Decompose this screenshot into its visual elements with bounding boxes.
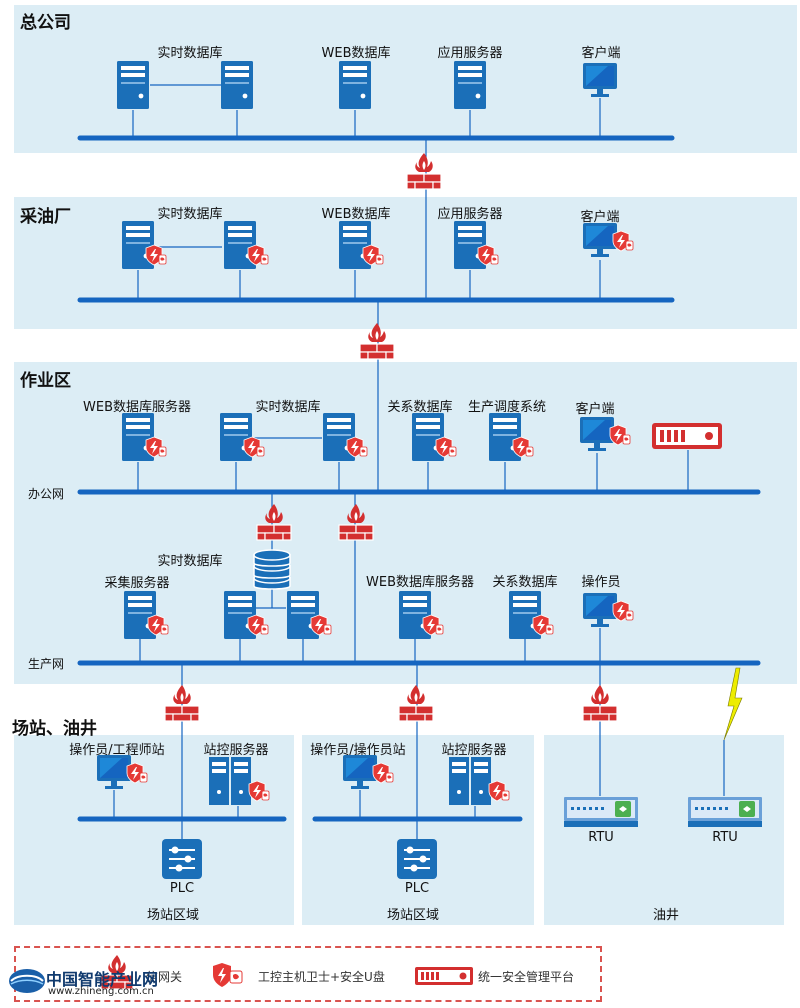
label-st1-area: 场站区域 (146, 908, 200, 923)
work-webdb-server-guard-badge-icon (145, 436, 167, 462)
plant-rtdb-server-b-guard-badge-icon (247, 244, 269, 270)
hq-web-server-icon (338, 60, 372, 114)
firewall-wells-icon (582, 684, 618, 726)
plant-app-server-guard-badge-icon (477, 244, 499, 270)
legend-guard-label: 工控主机卫士+安全U盘 (258, 970, 385, 984)
hq-rtdb-server-b-icon (220, 60, 254, 114)
label-pr-rtdb: 实时数据库 (157, 554, 223, 569)
label-st2-plc: PLC (404, 881, 430, 896)
firewall-station-2-icon (398, 684, 434, 726)
label-pr-collect: 采集服务器 (104, 576, 170, 591)
work-client-monitor-guard-badge-icon (609, 424, 631, 450)
station1-srv-tower-icon (208, 756, 252, 810)
watermark-url: www.zhineng.com.cn (48, 986, 154, 997)
work-prod-rtdb-server-a-guard-badge-icon (247, 614, 269, 640)
label-pl-web: WEB数据库 (321, 207, 391, 222)
plant-rtdb-server-a-guard-badge-icon (145, 244, 167, 270)
label-office-net: 办公网 (28, 487, 65, 501)
station2-plc-icon (396, 838, 438, 884)
work-prod-webdb-server-guard-badge-icon (422, 614, 444, 640)
watermark: 中国智能产业网 www.zhineng.com.cn (8, 962, 198, 1002)
work-sched-server-guard-badge-icon (512, 436, 534, 462)
label-st2-srv: 站控服务器 (441, 743, 507, 758)
zone-title-field: 场站、油井 (12, 719, 97, 739)
zone-title-plant: 采油厂 (20, 207, 71, 227)
production-database-stack-icon (252, 548, 292, 594)
firewall-station-1-icon (164, 684, 200, 726)
hq-client-monitor-icon (582, 62, 618, 102)
station1-op-monitor-guard-badge-icon (126, 762, 148, 788)
watermark-logo-icon (9, 969, 45, 993)
label-pl-rtdb: 实时数据库 (157, 207, 223, 222)
zone-wells (544, 735, 784, 925)
label-pr-webdb: WEB数据库服务器 (366, 575, 474, 590)
station2-srv-tower-icon (448, 756, 492, 810)
work-operator-monitor-guard-badge-icon (612, 600, 634, 626)
legend-platform-label: 统一安全管理平台 (478, 970, 575, 984)
label-st1-srv: 站控服务器 (203, 743, 269, 758)
legend-firewall-icon (100, 954, 134, 994)
work-collect-server-guard-badge-icon (147, 614, 169, 640)
label-prod-net: 生产网 (28, 657, 65, 671)
legend-guard-icon (212, 962, 246, 992)
label-pr-reldb: 关系数据库 (492, 575, 558, 590)
label-wk-reldb: 关系数据库 (387, 400, 453, 415)
label-rtu-2: RTU (712, 830, 738, 845)
label-wk-client: 客户端 (575, 402, 615, 417)
station1-srv-tower-guard-badge-icon (248, 780, 270, 806)
zone-title-work: 作业区 (20, 371, 71, 391)
label-well-area: 油井 (652, 908, 680, 923)
work-rtdb-server-b-guard-badge-icon (346, 436, 368, 462)
legend-gateway-label: 信网关 (146, 970, 183, 984)
work-prod-rtdb-server-b-guard-badge-icon (310, 614, 332, 640)
label-hq-client: 客户端 (581, 46, 621, 61)
plant-web-server-guard-badge-icon (362, 244, 384, 270)
station1-op-monitor-icon (96, 754, 132, 794)
work-client-monitor-icon (579, 416, 615, 456)
work-rtdb-server-a-guard-badge-icon (243, 436, 265, 462)
firewall-hq-plant-icon (406, 152, 442, 194)
label-rtu-1: RTU (588, 830, 614, 845)
hq-rtdb-server-a-icon (116, 60, 150, 114)
label-pl-app: 应用服务器 (437, 207, 503, 222)
plant-client-monitor-guard-badge-icon (612, 230, 634, 256)
wells-rtu-2-icon (687, 796, 763, 832)
label-st1-op: 操作员/工程师站 (69, 743, 165, 758)
label-hq-web: WEB数据库 (321, 46, 391, 61)
station1-plc-icon (161, 838, 203, 884)
label-hq-rtdb: 实时数据库 (157, 46, 223, 61)
label-wk-sched: 生产调度系统 (467, 400, 547, 415)
wells-rtu-1-icon (563, 796, 639, 832)
work-operator-monitor-icon (582, 592, 618, 632)
firewall-office-prod-b-icon (338, 503, 374, 545)
wireless-lightning (723, 667, 743, 741)
station2-op-monitor-guard-badge-icon (372, 762, 394, 788)
label-wk-webdb: WEB数据库服务器 (83, 400, 191, 415)
plant-client-monitor-icon (582, 222, 618, 262)
security-platform-icon (651, 422, 723, 454)
firewall-plant-work-icon (359, 322, 395, 364)
work-reldb-server-guard-badge-icon (435, 436, 457, 462)
label-st2-op: 操作员/操作员站 (310, 743, 406, 758)
work-prod-reldb-server-guard-badge-icon (532, 614, 554, 640)
station2-op-monitor-icon (342, 754, 378, 794)
label-st2-area: 场站区域 (386, 908, 440, 923)
legend: 信网关 工控主机卫士+安全U盘 统一安全管理平台 (14, 946, 602, 1002)
label-st1-plc: PLC (169, 881, 195, 896)
label-hq-app: 应用服务器 (437, 46, 503, 61)
zone-title-hq: 总公司 (20, 13, 71, 33)
hq-app-server-icon (453, 60, 487, 114)
zone-station-2 (302, 735, 534, 925)
label-wk-rtdb: 实时数据库 (255, 400, 321, 415)
watermark-name: 中国智能产业网 (46, 970, 159, 989)
label-pl-client: 客户端 (580, 210, 620, 225)
label-pr-operator: 操作员 (581, 575, 621, 590)
firewall-office-prod-a-icon (256, 503, 292, 545)
legend-platform-icon (414, 966, 474, 990)
station2-srv-tower-guard-badge-icon (488, 780, 510, 806)
